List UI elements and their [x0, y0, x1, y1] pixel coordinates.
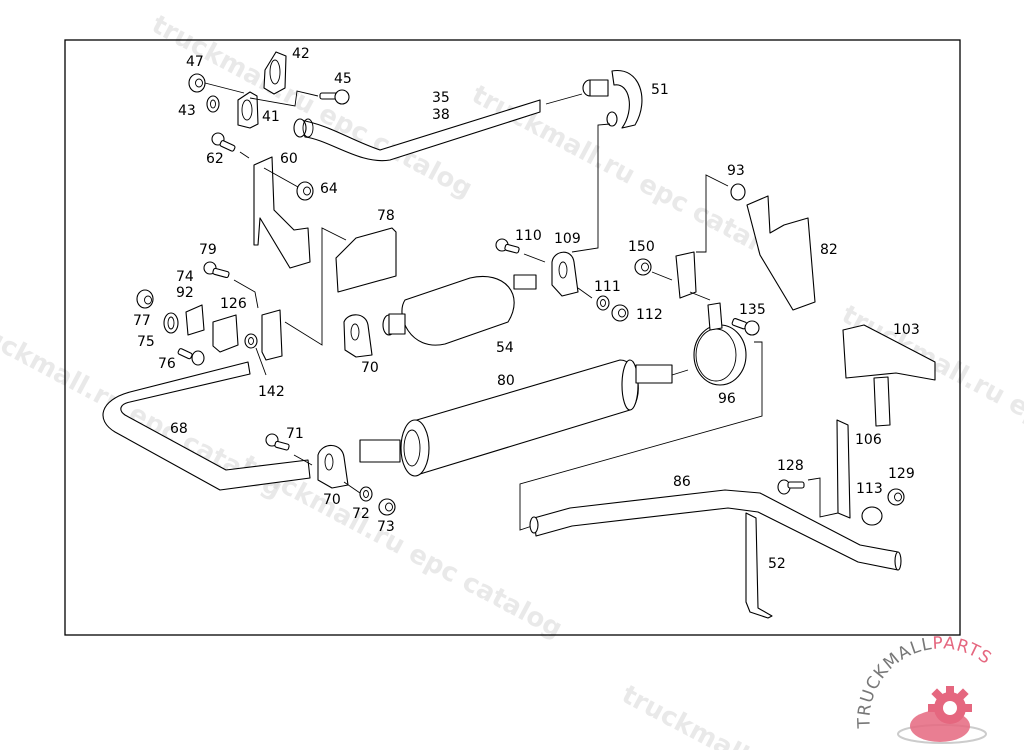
part-71-bolt[interactable]	[265, 433, 290, 451]
part-111-washer[interactable]	[596, 295, 610, 311]
callout-96[interactable]: 96	[718, 391, 736, 407]
part-clamp-bracket[interactable]	[261, 309, 283, 361]
callout-93[interactable]: 93	[727, 163, 745, 179]
part-76-bolt[interactable]	[177, 348, 205, 366]
part-80-muffler[interactable]	[359, 359, 673, 477]
callout-68[interactable]: 68	[170, 421, 188, 437]
part-79-bolt[interactable]	[203, 261, 230, 279]
callout-42[interactable]: 42	[292, 46, 310, 62]
part-54-muffler[interactable]	[382, 274, 537, 346]
callout-35[interactable]: 35	[432, 90, 450, 106]
callout-51[interactable]: 51	[651, 82, 669, 98]
part-110-bolt[interactable]	[495, 238, 520, 254]
callout-92[interactable]: 92	[176, 285, 194, 301]
callout-82[interactable]: 82	[820, 242, 838, 258]
part-135-bolt[interactable]	[731, 318, 760, 336]
flange-group	[188, 51, 350, 159]
callout-38[interactable]: 38	[432, 107, 450, 123]
callout-75[interactable]: 75	[137, 334, 155, 350]
part-52-strap[interactable]	[745, 512, 773, 619]
part-103-bracket[interactable]	[842, 324, 936, 381]
part-109-clamp[interactable]	[551, 251, 579, 297]
callout-45[interactable]: 45	[334, 71, 352, 87]
callout-103[interactable]: 103	[893, 322, 920, 338]
part-78-plate[interactable]	[335, 227, 397, 293]
callout-129[interactable]: 129	[888, 466, 915, 482]
callout-70[interactable]: 70	[323, 492, 341, 508]
part-129-nut[interactable]	[887, 488, 905, 506]
callout-111[interactable]: 111	[594, 279, 621, 295]
part-128-bolt[interactable]	[777, 479, 805, 495]
callout-112[interactable]: 112	[636, 307, 663, 323]
part-75-clamp[interactable]	[163, 312, 179, 334]
gear-icon	[897, 686, 987, 744]
callout-113[interactable]: 113	[856, 481, 883, 497]
part-93-bushing[interactable]	[730, 183, 746, 201]
part-70-clamp-lower[interactable]	[317, 444, 349, 489]
callout-74[interactable]: 74	[176, 269, 194, 285]
part-hanger-link[interactable]	[873, 376, 891, 427]
part-77-nut[interactable]	[136, 289, 154, 309]
part-42-gasket[interactable]	[263, 51, 287, 95]
callout-76[interactable]: 76	[158, 356, 176, 372]
part-142-washer[interactable]	[244, 333, 258, 349]
part-86-tail-pipe[interactable]	[529, 489, 902, 571]
callout-109[interactable]: 109	[554, 231, 581, 247]
callout-80[interactable]: 80	[497, 373, 515, 389]
callout-110[interactable]: 110	[515, 228, 542, 244]
callout-62[interactable]: 62	[206, 151, 224, 167]
watermark: truckmall.ru epc catalog	[617, 680, 947, 750]
callout-60[interactable]: 60	[280, 151, 298, 167]
part-150-nut[interactable]	[634, 258, 652, 276]
part-106-strap[interactable]	[836, 419, 851, 519]
part-72-washer[interactable]	[359, 486, 373, 502]
callout-79[interactable]: 79	[199, 242, 217, 258]
part-64-nut[interactable]	[296, 181, 314, 201]
part-45-bolt[interactable]	[319, 89, 350, 105]
diagram-frame	[64, 39, 961, 636]
callout-126[interactable]: 126	[220, 296, 247, 312]
part-hanger-plate[interactable]	[675, 251, 697, 299]
part-47-nut[interactable]	[188, 73, 206, 93]
part-74-92-plate[interactable]	[185, 304, 205, 336]
part-113-clamp[interactable]	[861, 506, 883, 526]
callout-70[interactable]: 70	[361, 360, 379, 376]
callout-73[interactable]: 73	[377, 519, 395, 535]
callout-106[interactable]: 106	[855, 432, 882, 448]
part-62-bolt[interactable]	[211, 132, 236, 152]
part-68-pipe[interactable]	[102, 361, 311, 491]
callout-52[interactable]: 52	[768, 556, 786, 572]
part-60-bracket[interactable]	[253, 156, 311, 269]
callout-135[interactable]: 135	[739, 302, 766, 318]
callout-72[interactable]: 72	[352, 506, 370, 522]
callout-86[interactable]: 86	[673, 474, 691, 490]
callout-54[interactable]: 54	[496, 340, 514, 356]
part-73-nut[interactable]	[378, 498, 396, 516]
callout-41[interactable]: 41	[262, 109, 280, 125]
callout-128[interactable]: 128	[777, 458, 804, 474]
callout-71[interactable]: 71	[286, 426, 304, 442]
callout-43[interactable]: 43	[178, 103, 196, 119]
callout-77[interactable]: 77	[133, 313, 151, 329]
part-126-bracket[interactable]	[212, 314, 239, 353]
callout-142[interactable]: 142	[258, 384, 285, 400]
logo-text-parts: PARTS	[932, 633, 995, 669]
part-51-elbow[interactable]	[582, 70, 643, 129]
callout-47[interactable]: 47	[186, 54, 204, 70]
part-96-clamp[interactable]	[693, 302, 747, 386]
part-43-washer[interactable]	[206, 95, 220, 113]
part-70-clamp-upper[interactable]	[343, 314, 373, 358]
callout-78[interactable]: 78	[377, 208, 395, 224]
callout-150[interactable]: 150	[628, 239, 655, 255]
part-41-flange[interactable]	[237, 91, 259, 129]
lead-line	[545, 93, 583, 105]
callout-labels: 47 42 45 43 41 35 38 51 62 60 64 93 78 1…	[133, 46, 920, 572]
part-112-nut[interactable]	[611, 304, 629, 322]
part-35-38-pipe[interactable]	[293, 99, 541, 162]
callout-64[interactable]: 64	[320, 181, 338, 197]
part-82-bracket[interactable]	[746, 195, 816, 311]
watermark: truckmall.ru epc catalog	[147, 10, 477, 205]
truckmallparts-logo: TRUCKMALLPARTS	[854, 633, 995, 744]
